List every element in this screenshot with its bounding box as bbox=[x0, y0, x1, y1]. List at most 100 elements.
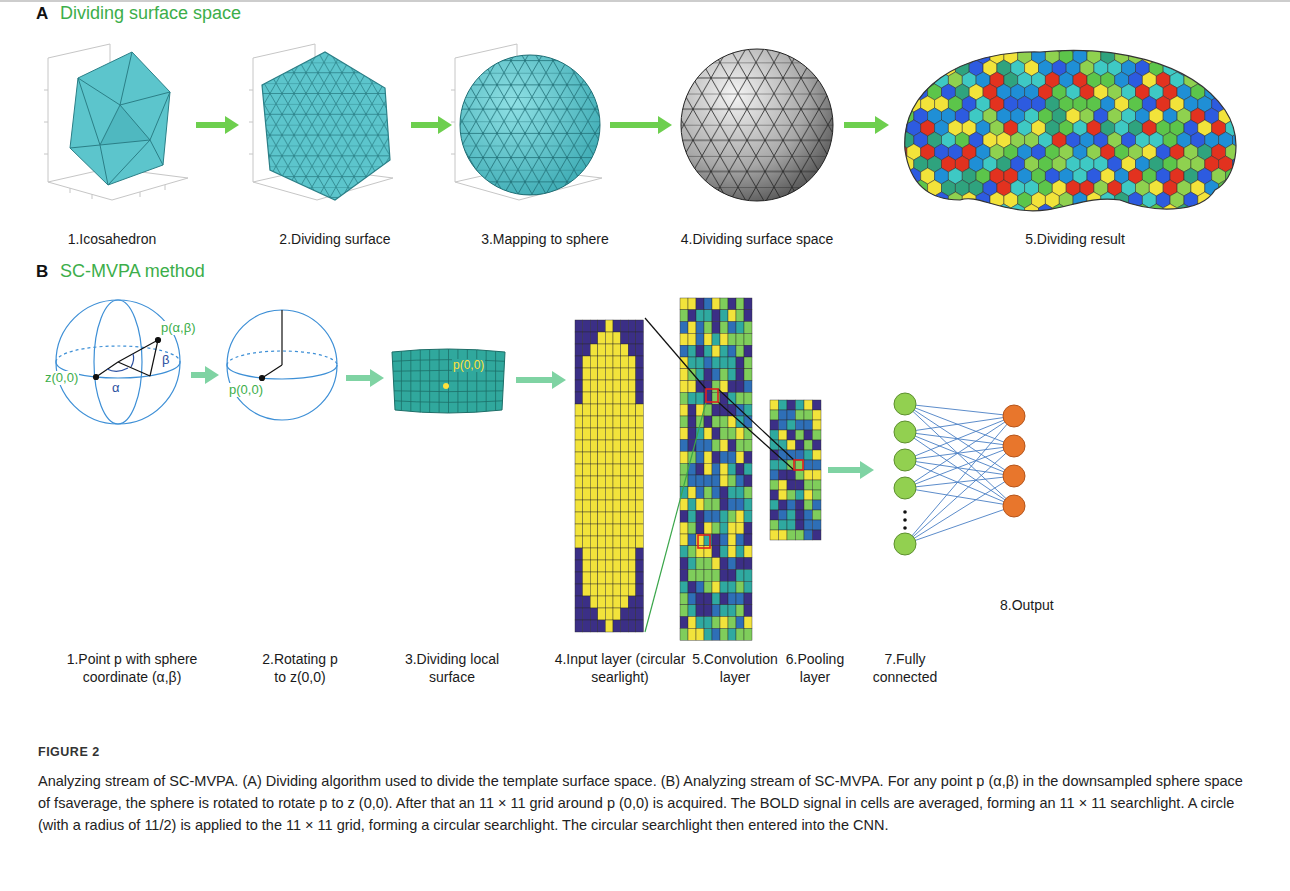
input-cell bbox=[628, 512, 636, 524]
pooled-cell bbox=[813, 490, 822, 500]
parcel-cell bbox=[1239, 72, 1253, 88]
feature-cell bbox=[712, 510, 720, 522]
input-cell bbox=[583, 572, 591, 584]
grid-line bbox=[410, 340, 411, 420]
pooled-cell bbox=[796, 430, 805, 440]
input-cell bbox=[636, 584, 644, 596]
input-cell bbox=[583, 476, 591, 488]
feature-cell bbox=[704, 475, 712, 487]
input-cell bbox=[583, 380, 591, 392]
feature-cell bbox=[704, 581, 712, 593]
input-cell bbox=[605, 428, 613, 440]
input-cell bbox=[628, 524, 636, 536]
feature-cell bbox=[680, 617, 688, 629]
flow-arrow bbox=[411, 116, 452, 134]
feature-cell bbox=[704, 628, 712, 640]
parcel-cell bbox=[1136, 36, 1150, 52]
pooled-cell bbox=[770, 530, 779, 540]
arrow-shaft bbox=[411, 122, 440, 128]
feature-cell bbox=[712, 522, 720, 534]
input-cell bbox=[583, 416, 591, 428]
input-cell bbox=[636, 428, 644, 440]
feature-cell bbox=[680, 428, 688, 440]
pooled-cell bbox=[770, 510, 779, 520]
arrow-head bbox=[658, 116, 672, 134]
feature-cell bbox=[696, 345, 704, 357]
input-cell bbox=[613, 416, 621, 428]
input-cell bbox=[575, 572, 583, 584]
input-cell bbox=[613, 332, 621, 344]
parcel-cell bbox=[955, 204, 969, 220]
pooled-cell bbox=[787, 480, 796, 490]
input-cell bbox=[605, 488, 613, 500]
input-cell bbox=[628, 344, 636, 356]
step-panel: 5.Convolution layer bbox=[678, 296, 755, 644]
pooled-cell bbox=[770, 470, 779, 480]
feature-cell bbox=[744, 499, 752, 511]
grid-line bbox=[476, 340, 477, 420]
parcel-cell bbox=[962, 192, 976, 208]
panel-heading: Dividing surface space bbox=[60, 4, 241, 24]
parcel-cell bbox=[907, 72, 921, 88]
input-cell bbox=[628, 416, 636, 428]
angle-lines bbox=[156, 338, 161, 343]
feature-cell bbox=[712, 451, 720, 463]
pooled-cell bbox=[804, 510, 813, 520]
feature-cell bbox=[720, 581, 728, 593]
input-cell bbox=[583, 524, 591, 536]
rotation-lines bbox=[260, 376, 265, 381]
input-cell bbox=[628, 380, 636, 392]
feature-cell bbox=[720, 510, 728, 522]
weight-line bbox=[905, 416, 1014, 544]
input-cell bbox=[598, 500, 606, 512]
weight-line bbox=[905, 476, 1014, 544]
input-cell bbox=[636, 452, 644, 464]
feature-cell bbox=[728, 381, 736, 393]
subdivided-icosahedron bbox=[255, 45, 395, 205]
input-cell bbox=[598, 596, 606, 608]
parcel-cell bbox=[893, 72, 907, 88]
feature-cell bbox=[720, 499, 728, 511]
arrow-shaft bbox=[516, 377, 554, 383]
teal-sphere bbox=[455, 50, 605, 200]
feature-cell bbox=[712, 463, 720, 475]
parcel-cell bbox=[1108, 204, 1122, 220]
parcel-cell bbox=[893, 48, 907, 64]
feature-cell bbox=[720, 534, 728, 546]
pooled-cell bbox=[770, 460, 779, 470]
parcel-cell bbox=[1094, 204, 1108, 220]
parcel-cell bbox=[1239, 120, 1253, 136]
feature-cell bbox=[720, 522, 728, 534]
parcel-cell bbox=[942, 204, 956, 220]
feature-cell bbox=[744, 617, 752, 629]
flow-arrow bbox=[516, 371, 566, 389]
feature-cell bbox=[736, 569, 744, 581]
input-cell bbox=[613, 368, 621, 380]
feature-cell bbox=[736, 487, 744, 499]
feature-cell bbox=[696, 487, 704, 499]
pooled-cell bbox=[813, 450, 822, 460]
input-cell bbox=[621, 380, 629, 392]
input-cell bbox=[590, 500, 598, 512]
parcel-cell bbox=[886, 108, 900, 124]
input-cell bbox=[575, 620, 583, 632]
input-cell bbox=[613, 560, 621, 572]
input-cell bbox=[598, 584, 606, 596]
arrow-head bbox=[875, 116, 889, 134]
parcel-cell bbox=[1087, 216, 1101, 232]
pooled-cell bbox=[770, 500, 779, 510]
feature-cell bbox=[728, 475, 736, 487]
grey-sphere bbox=[678, 46, 838, 206]
step-panel: 1.Icosahedron bbox=[40, 40, 190, 210]
grid-line bbox=[486, 340, 487, 420]
feature-cell bbox=[680, 451, 688, 463]
parcel-cell bbox=[969, 204, 983, 220]
feature-cell bbox=[712, 605, 720, 617]
panel-heading: SC-MVPA method bbox=[60, 262, 205, 282]
weight-line bbox=[905, 404, 1014, 476]
parcel-cell bbox=[990, 216, 1004, 232]
ellipsis-dot bbox=[903, 518, 907, 522]
feature-cell bbox=[728, 499, 736, 511]
input-cell bbox=[628, 440, 636, 452]
